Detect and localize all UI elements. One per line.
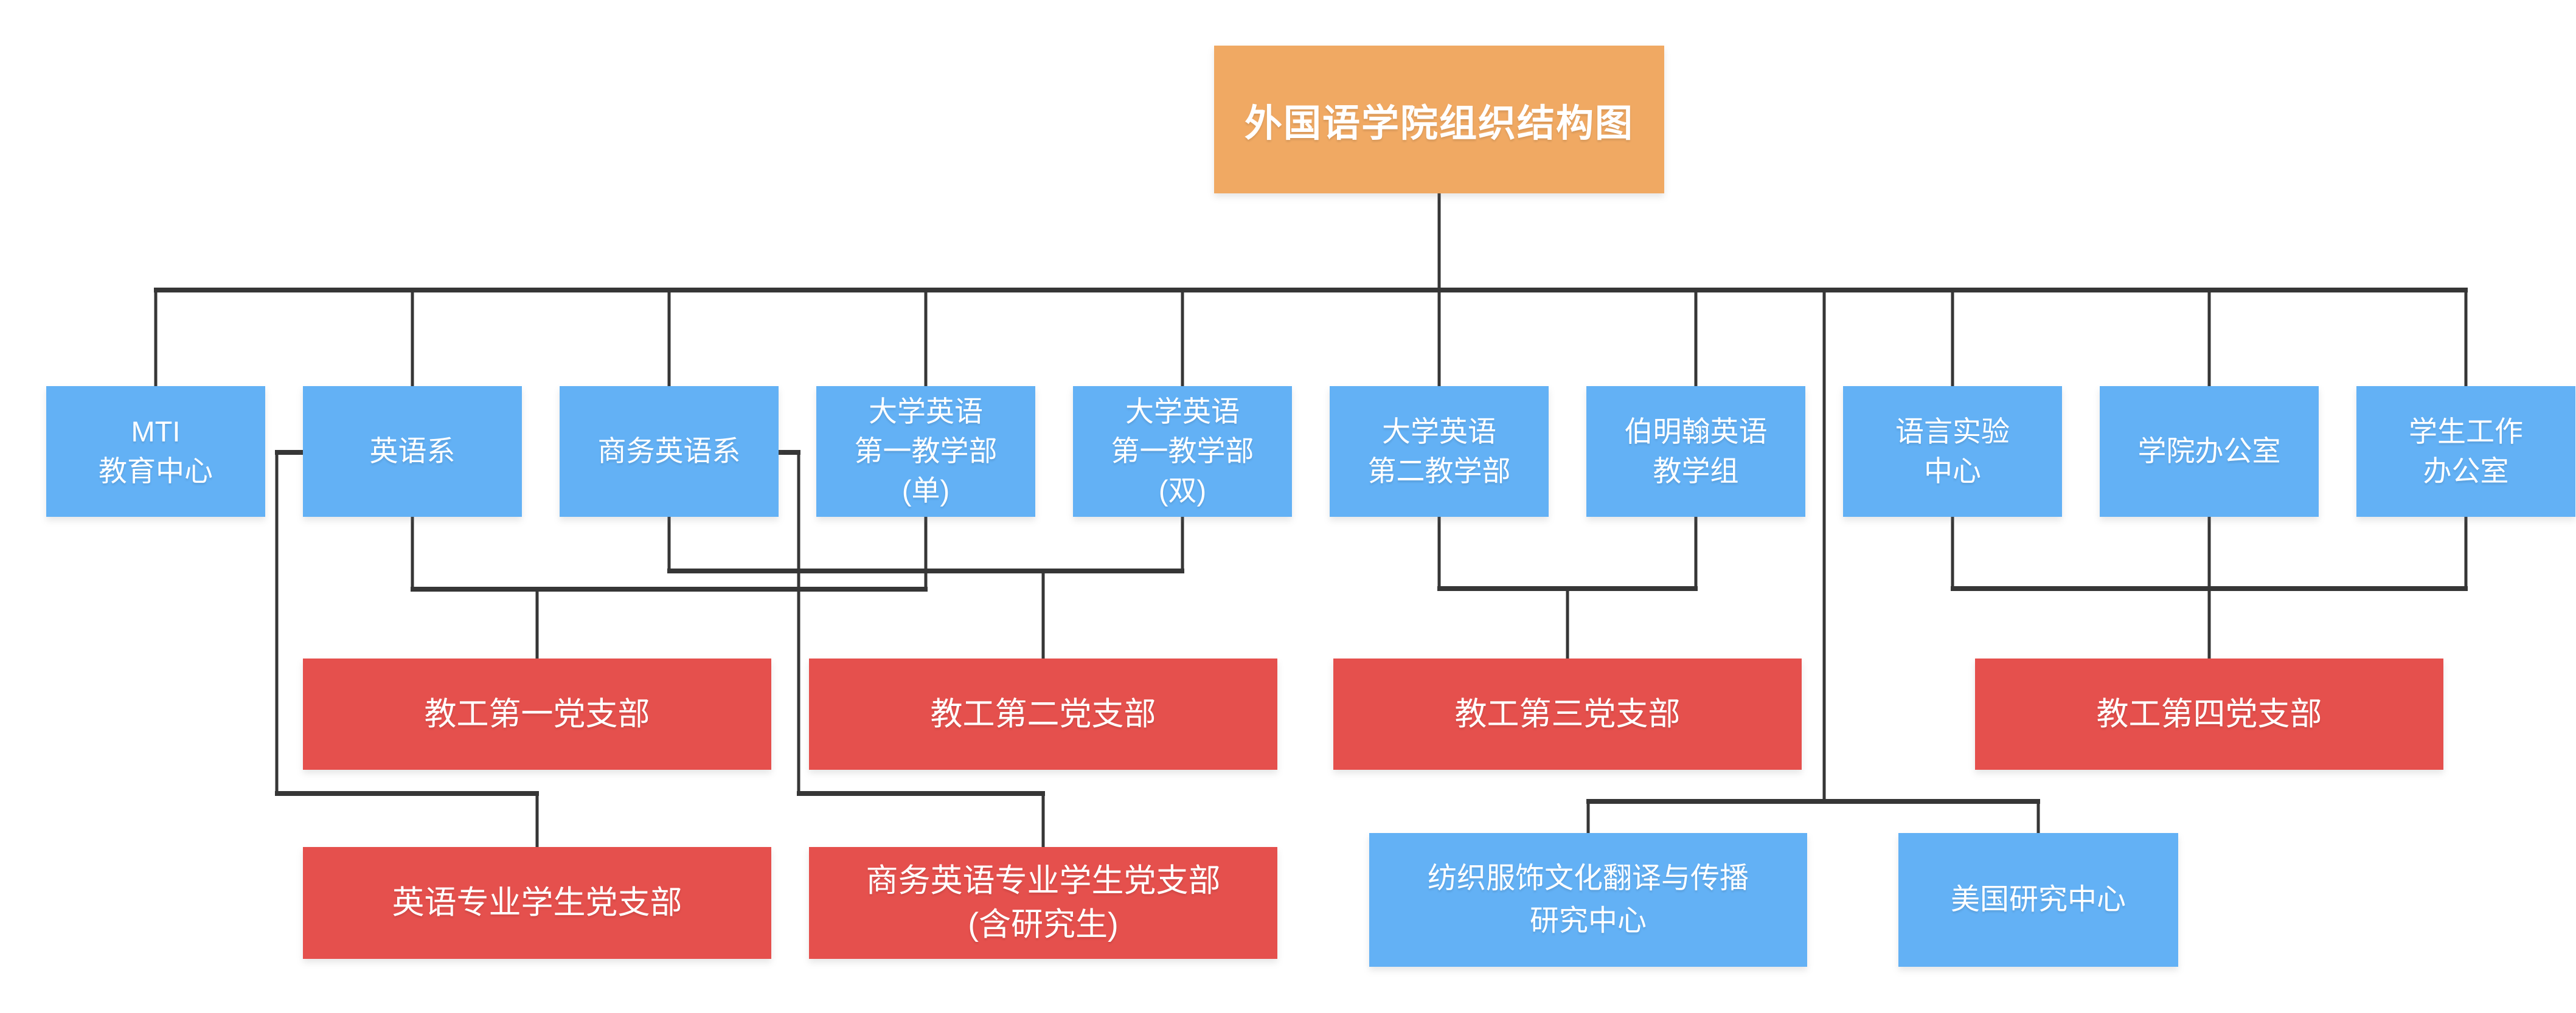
node-student-affairs-office: 学生工作 办公室	[2356, 386, 2575, 517]
node-college-office: 学院办公室	[2100, 386, 2319, 517]
node-language-lab-center: 语言实验 中心	[1843, 386, 2062, 517]
node-american-studies-center: 美国研究中心	[1898, 833, 2178, 967]
node-college-english-second-teaching-dept: 大学英语 第二教学部	[1330, 386, 1549, 517]
node-faculty-party-branch-1: 教工第一党支部	[303, 659, 771, 770]
node-college-english-first-teaching-dept-even: 大学英语 第一教学部 (双)	[1073, 386, 1292, 517]
node-faculty-party-branch-2: 教工第二党支部	[809, 659, 1277, 770]
node-business-english-student-party-branch: 商务英语专业学生党支部 (含研究生)	[809, 847, 1277, 959]
node-mti-education-center: MTI 教育中心	[46, 386, 265, 517]
node-college-english-first-teaching-dept-odd: 大学英语 第一教学部 (单)	[816, 386, 1035, 517]
node-faculty-party-branch-4: 教工第四党支部	[1975, 659, 2443, 770]
node-root-title: 外国语学院组织结构图	[1214, 46, 1664, 193]
node-birmingham-english-group: 伯明翰英语 教学组	[1586, 386, 1805, 517]
node-faculty-party-branch-3: 教工第三党支部	[1333, 659, 1802, 770]
node-english-dept: 英语系	[303, 386, 522, 517]
node-business-english-dept: 商务英语系	[560, 386, 779, 517]
node-textile-culture-translation-research-center: 纺织服饰文化翻译与传播 研究中心	[1369, 833, 1807, 967]
node-english-student-party-branch: 英语专业学生党支部	[303, 847, 771, 959]
